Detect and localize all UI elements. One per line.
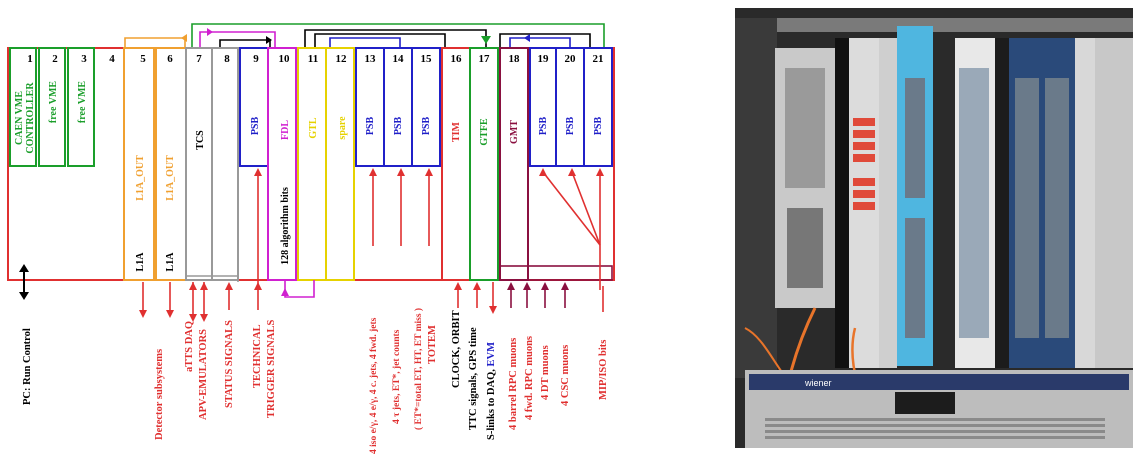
slot-boxes	[10, 48, 612, 280]
top-bus-lines	[125, 24, 604, 48]
rpc-barrel-label: 4 barrel RPC muons	[508, 338, 519, 430]
slot-15-label: PSB	[421, 117, 432, 136]
slot-3-label: free VME	[77, 81, 88, 123]
slot-16-box	[442, 48, 470, 280]
calo-line1-label: 4 iso e/γ, 4 e/γ, 4 c. jets, 4 fwd. jets	[369, 317, 379, 454]
slot-19-num: 19	[538, 53, 550, 65]
slot-17-label: GTFE	[479, 118, 490, 146]
clock-label: CLOCK, ORBIT	[451, 310, 462, 388]
slot-10-num: 10	[279, 53, 291, 65]
slot-8-num: 8	[224, 53, 230, 65]
slot-4-num: 4	[109, 53, 115, 65]
slinks-label: S-links to DAQ, EVM	[486, 342, 497, 440]
slot-14-num: 14	[393, 53, 405, 65]
slot-12-label: spare	[337, 116, 348, 140]
slot-14-label: PSB	[393, 117, 404, 136]
atts-label: aTTS DAQ	[184, 321, 195, 372]
slot-20-label: PSB	[565, 117, 576, 136]
calo-line3-label: ( ET*=total ET, HT, ET miss )	[413, 308, 424, 430]
slot-9-num: 9	[253, 53, 259, 65]
slot-11-box	[298, 48, 326, 280]
slot-19-box	[530, 48, 556, 166]
slot-13-box	[356, 48, 384, 166]
calo-line2-label: 4 τ jets, ET*, jet counts	[392, 329, 402, 424]
slot-14-box	[384, 48, 412, 166]
photo-brand-text: wiener	[804, 378, 832, 388]
dt-label: 4 DT muons	[540, 345, 551, 400]
csc-label: 4 CSC muons	[560, 345, 571, 406]
slot-7-box	[186, 48, 212, 280]
slot-17-box	[470, 48, 498, 280]
internal-wires	[186, 172, 612, 297]
crate-frame	[8, 48, 614, 280]
pc-run-control-arrow	[19, 264, 29, 300]
slot-12-box	[326, 48, 354, 280]
slot-5-label: L1A_OUT	[135, 155, 146, 201]
slot-15-box	[412, 48, 440, 166]
apv-label: APV-EMULATORS	[198, 329, 209, 420]
slot-20-num: 20	[565, 53, 577, 65]
rpc-fwd-label: 4 fwd. RPC muons	[524, 336, 535, 420]
slot-10-bottom: 128 algorithm bits	[280, 187, 291, 265]
slot-2-label: free VME	[48, 81, 59, 123]
slot-19-label: PSB	[538, 117, 549, 136]
slot-15-num: 15	[421, 53, 433, 65]
slot-18-num: 18	[509, 53, 521, 65]
slinks-text: S-links to DAQ,	[486, 369, 497, 440]
slot-11-num: 11	[308, 53, 318, 65]
slot-6-bottom: L1A	[165, 252, 176, 272]
slot-21-box	[584, 48, 612, 166]
slot-17-num: 17	[479, 53, 491, 65]
crate-photo: wiener	[735, 8, 1133, 448]
crate-block-diagram: 1 2 3 4 5 6 7 8 9 10 11 12 13 14 15 16 1…	[0, 0, 640, 457]
slot-3-num: 3	[81, 53, 87, 65]
trigger-label: TRIGGER SIGNALS	[266, 320, 277, 418]
status-label: STATUS SIGNALS	[224, 320, 235, 408]
slot-18-box	[500, 48, 528, 280]
slot-2-num: 2	[52, 53, 58, 65]
slot-21-label: PSB	[593, 117, 604, 136]
detector-label: Detector subsystems	[154, 349, 165, 440]
slot-16-label: TIM	[451, 121, 462, 142]
slot-6-num: 6	[167, 53, 173, 65]
slot-9-label: PSB	[250, 117, 261, 136]
slot-9-box	[240, 48, 268, 166]
slot-6-label: L1A_OUT	[165, 155, 176, 201]
slot-7-num: 7	[196, 53, 202, 65]
pc-run-control-label: PC: Run Control	[22, 328, 33, 405]
slot-1-label-line2: CONTROLLER	[25, 82, 36, 154]
psb-input-arrowheads	[254, 168, 433, 176]
ttc-label: TTC signals, GPS time	[468, 327, 479, 430]
slot-5-num: 5	[140, 53, 146, 65]
slot-20-box	[556, 48, 584, 166]
slot-13-label: PSB	[365, 117, 376, 136]
slot-5-bottom: L1A	[135, 252, 146, 272]
technical-label: TECHNICAL	[252, 324, 263, 388]
slot-1-label-line1: CAEN VME	[14, 91, 25, 145]
slot-7-label: TCS	[195, 130, 206, 150]
signal-arrows	[143, 282, 603, 320]
slot-13-num: 13	[365, 53, 377, 65]
evm-text: EVM	[486, 342, 497, 367]
slot-12-num: 12	[336, 53, 348, 65]
totem-label: TOTEM	[427, 325, 438, 364]
slot-1-num: 1	[27, 53, 33, 65]
slot-10-label: FDL	[280, 120, 291, 140]
slot-16-num: 16	[451, 53, 463, 65]
slot-8-box	[212, 48, 238, 280]
mipiso-label: MIP/ISO bits	[598, 340, 609, 400]
slot-18-label: GMT	[509, 120, 520, 144]
slot-21-num: 21	[593, 53, 604, 65]
slot-11-label: GTL	[308, 117, 319, 138]
